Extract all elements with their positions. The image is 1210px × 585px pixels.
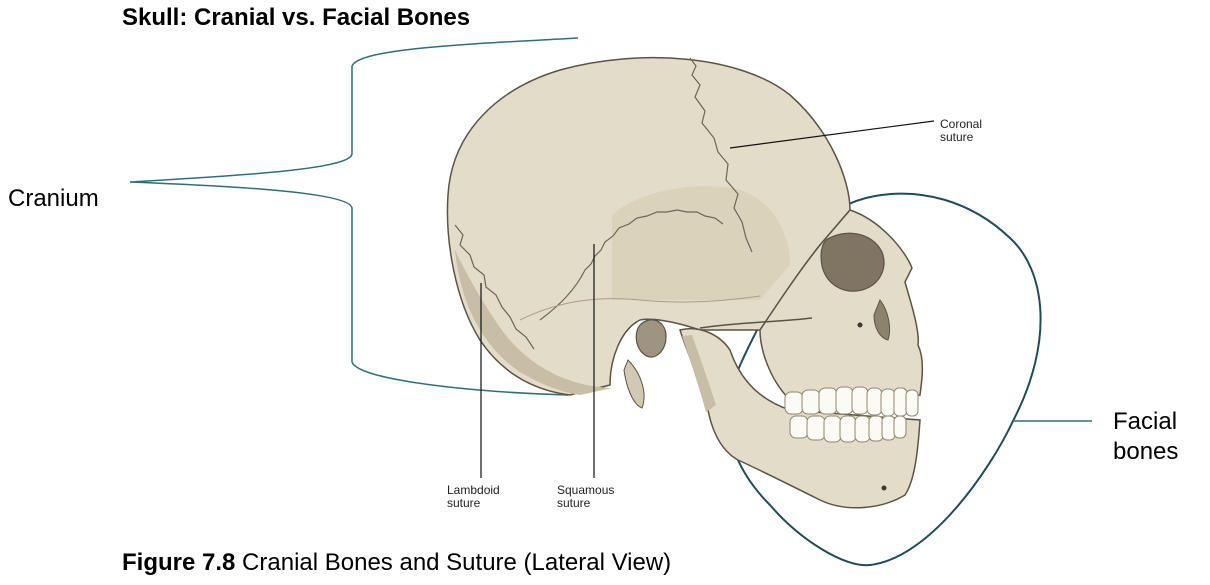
- teeth: [784, 386, 919, 443]
- facial-bones-label-line1: Facial: [1113, 408, 1178, 435]
- coronal-suture-label: Coronal suture: [940, 118, 982, 144]
- squamous-suture-line: [539, 209, 724, 321]
- cranium-bracket: [129, 37, 579, 396]
- squamous-suture-label: Squamous suture: [557, 484, 614, 510]
- infraorbital-foramen: [857, 322, 863, 328]
- temporal-region: [612, 186, 790, 300]
- occipital-shadow: [455, 250, 612, 395]
- facial-bones-label-line2: bones: [1113, 438, 1179, 465]
- lambdoid-suture-line: [454, 224, 535, 350]
- coronal-leader: [729, 120, 935, 149]
- zygomatic-arch: [699, 317, 813, 329]
- coronal-suture-line: [689, 57, 753, 253]
- orbit: [820, 232, 885, 292]
- cranium-label: Cranium: [8, 185, 99, 212]
- nasal-aperture: [873, 299, 891, 341]
- figure-title: Skull: Cranial vs. Facial Bones: [122, 4, 471, 31]
- ear-canal: [635, 319, 667, 358]
- squamous-suture-label-line1: Squamous: [557, 483, 615, 497]
- mental-foramen: [881, 485, 887, 491]
- figure-caption-text: Cranial Bones and Suture (Lateral View): [242, 549, 672, 576]
- lambdoid-suture-label-line1: Lambdoid: [447, 483, 500, 497]
- figure-caption: Figure 7.8 Cranial Bones and Suture (Lat…: [122, 549, 671, 577]
- figure-number: Figure 7.8: [122, 549, 236, 576]
- lambdoid-suture-label-line2: suture: [447, 496, 481, 510]
- facial-bones-outline: [726, 192, 1042, 567]
- coronal-suture-label-line2: suture: [940, 130, 974, 144]
- ramus-shadow: [682, 335, 716, 412]
- facial-bones-label: Facial bones: [1113, 407, 1178, 467]
- squamous-suture-label-line2: suture: [557, 496, 591, 510]
- mastoid-process: [623, 359, 645, 409]
- parietal-temporal-line: [519, 295, 761, 321]
- coronal-suture-label-line1: Coronal: [940, 117, 983, 131]
- lambdoid-suture-label: Lambdoid suture: [447, 484, 500, 510]
